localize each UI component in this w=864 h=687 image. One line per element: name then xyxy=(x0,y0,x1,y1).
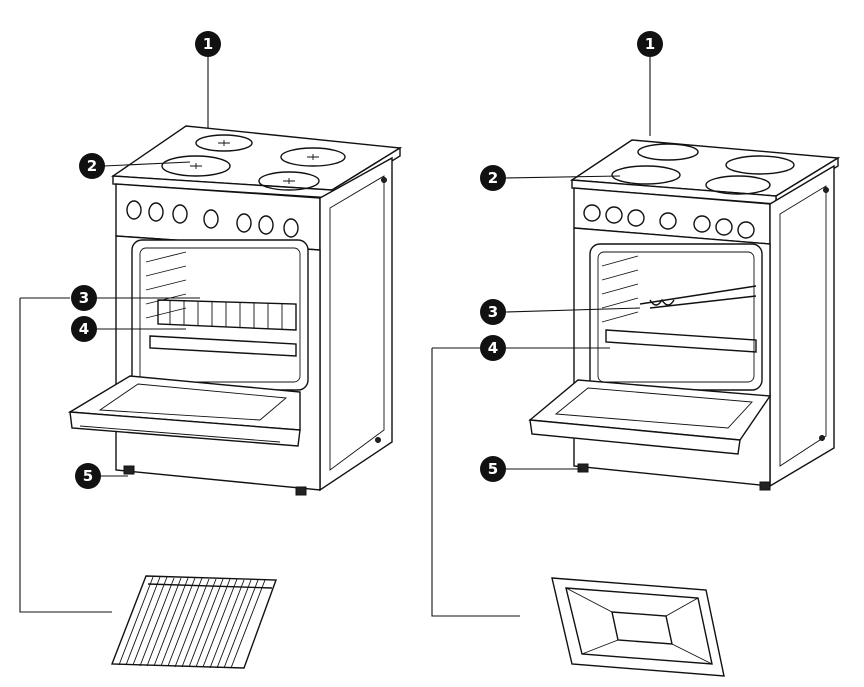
callout-2-left: 2 xyxy=(79,153,105,179)
svg-text:5: 5 xyxy=(83,467,93,485)
svg-text:1: 1 xyxy=(645,35,655,53)
wire-rack-accessory xyxy=(110,575,277,669)
svg-text:4: 4 xyxy=(488,339,498,357)
callout-4-left: 4 xyxy=(71,316,97,342)
callout-1-left: 1 xyxy=(195,31,221,57)
callout-2-right: 2 xyxy=(480,165,506,191)
callout-badges: 1 2 3 4 5 1 2 3 xyxy=(71,31,663,489)
right-tray-inside xyxy=(605,329,757,353)
right-oven xyxy=(528,139,841,491)
svg-text:1: 1 xyxy=(203,35,213,53)
callout-3-right: 3 xyxy=(480,299,506,325)
svg-text:4: 4 xyxy=(79,320,89,338)
left-tray-inside xyxy=(149,335,297,357)
svg-text:3: 3 xyxy=(488,303,498,321)
leader-lines xyxy=(19,57,651,617)
left-wire-rack-inside xyxy=(157,299,297,331)
callout-4-right: 4 xyxy=(480,335,506,361)
baking-tray-accessory xyxy=(551,577,725,677)
svg-text:3: 3 xyxy=(79,289,89,307)
callout-1-right: 1 xyxy=(637,31,663,57)
svg-text:2: 2 xyxy=(87,157,97,175)
callout-3-left: 3 xyxy=(71,285,97,311)
right-rotisserie xyxy=(639,285,757,309)
left-knobs xyxy=(126,200,299,238)
left-hob-burners xyxy=(161,134,346,191)
left-oven xyxy=(67,125,403,496)
svg-text:2: 2 xyxy=(488,169,498,187)
right-oven-cavity xyxy=(589,243,763,391)
callout-5-right: 5 xyxy=(480,456,506,482)
right-hob-plates xyxy=(611,143,795,195)
callout-5-left: 5 xyxy=(75,463,101,489)
right-knobs xyxy=(583,204,755,239)
svg-text:5: 5 xyxy=(488,460,498,478)
